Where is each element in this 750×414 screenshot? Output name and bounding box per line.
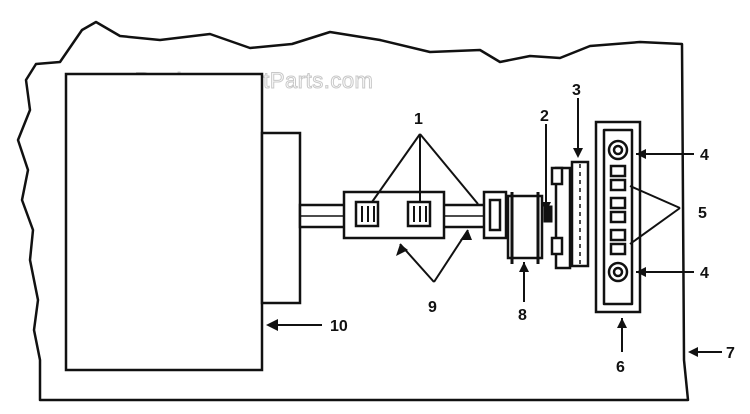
label-2: 2	[540, 108, 549, 125]
belt-clip-bottom	[550, 236, 564, 256]
arrowheads	[266, 148, 698, 357]
pulley	[506, 194, 544, 260]
chain	[607, 139, 629, 283]
belt-clip-top	[550, 166, 564, 186]
label-4-bottom: 4	[700, 265, 709, 282]
label-9: 9	[428, 299, 437, 316]
housing-outline	[16, 20, 690, 402]
label-5: 5	[698, 205, 707, 222]
label-3: 3	[572, 82, 581, 99]
coupling-bolt-left	[354, 200, 380, 228]
label-8: 8	[518, 307, 527, 324]
motor-end-bell	[260, 131, 302, 305]
chain-housing-inner	[602, 128, 634, 306]
collar-insert	[488, 198, 502, 232]
label-7: 7	[726, 345, 735, 362]
label-10: 10	[330, 318, 348, 335]
label-6: 6	[616, 359, 625, 376]
label-1: 1	[414, 111, 423, 128]
coupling-bolt-right	[406, 200, 432, 228]
leader-lines	[272, 98, 722, 353]
label-4-top: 4	[700, 147, 709, 164]
motor-body	[64, 72, 264, 372]
